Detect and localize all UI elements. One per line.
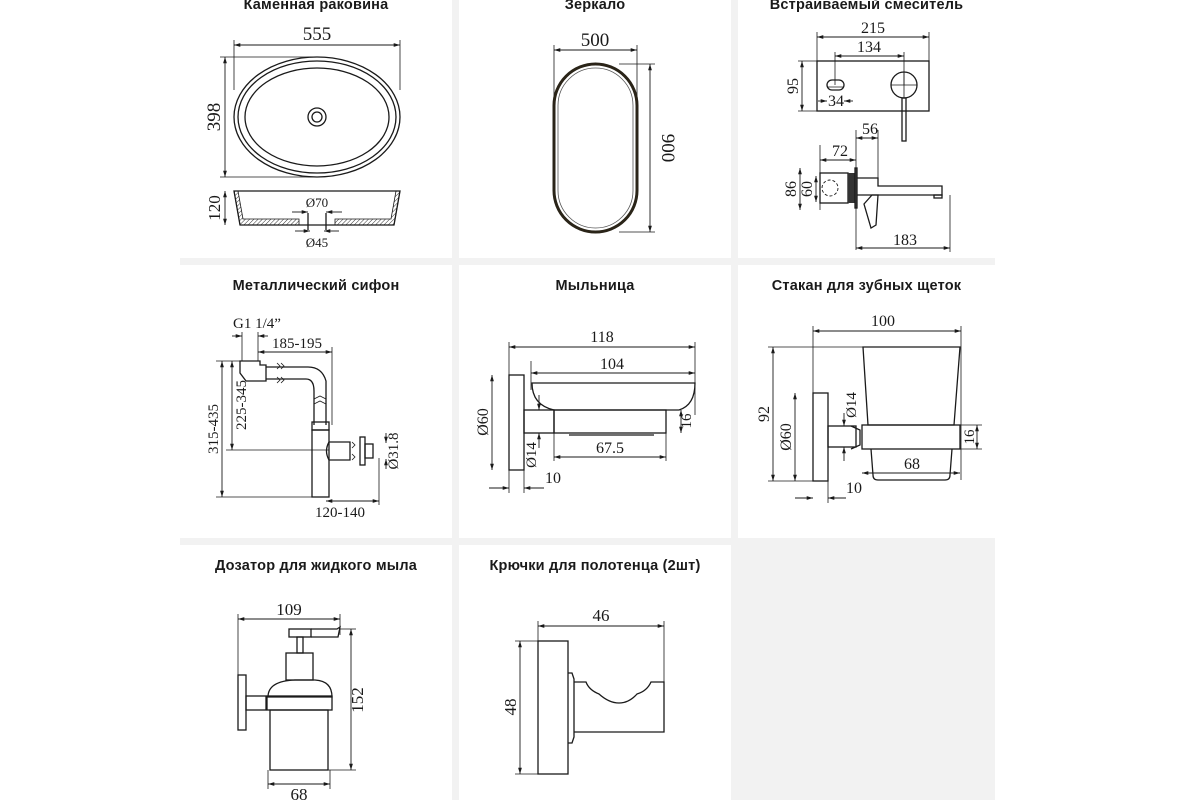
dim-height-label: 92 [756,406,773,422]
dim-depth-label: 120 [205,195,224,221]
dim-height-label: 152 [348,687,367,713]
hook-drawing: 46 48 [501,606,665,775]
mixer-plate [816,60,930,112]
soap-dish-drawing: 118 104 16 67.5 Ø60 Ø14 10 [475,329,696,493]
dim-width-label: 555 [303,24,332,45]
dim-total-label: 118 [590,329,613,346]
dim-dish-label: 104 [600,356,624,373]
tumbler-drawing: 100 92 Ø60 Ø14 16 68 10 [756,313,982,503]
dim-base-label: Ø60 [778,423,795,451]
dim-outer-height-label: 86 [783,181,800,197]
spec-sheet-grid: Каменная раковина 555 398 120 [180,0,995,800]
panel-dispenser: Дозатор для жидкого мыла 109 152 68 [180,545,452,800]
dim-plate-width-label: 215 [861,20,885,37]
dim-rod-label: Ø14 [844,392,860,418]
dim-outlet-label: 34 [828,93,844,110]
dim-total-label: 100 [871,313,895,330]
panel-title: Зеркало [564,0,626,13]
panel-title: Крючки для полотенца (2шт) [489,558,701,574]
pump-head [285,652,314,681]
dish-bowl [531,382,696,411]
empty-panel [738,545,995,800]
dim-plate-label: 10 [846,480,862,497]
dim-outlet-length-label: 120-140 [315,505,365,521]
panel-title: Встраиваемый смеситель [769,0,964,13]
panel-sink: Каменная раковина 555 398 120 [180,0,452,258]
wall-plate [812,392,829,482]
dim-inner-height-label: 60 [799,181,816,197]
dim-holder-width-label: 67.5 [596,440,624,457]
panel-mixer: Встраиваемый смеситель 215 134 95 34 56 [738,0,995,258]
wall-plate [237,674,247,731]
wall-plate [537,640,569,775]
mirror-drawing: 500 900 [552,30,678,234]
dim-height-label: 900 [657,134,678,163]
dispenser-drawing: 109 152 68 [237,600,367,800]
mixer-drawing: 215 134 95 34 56 72 [783,20,951,252]
panel-title: Металлический сифон [232,278,400,294]
dim-glass-label: 68 [291,785,308,800]
dim-plate-label: 10 [545,470,561,487]
dim-holder-height-label: 16 [679,413,695,429]
panel-siphon: Металлический сифон G1 1/4” 185-195 Ø31.… [180,265,452,538]
siphon-body [311,429,330,498]
siphon-drawing: G1 1/4” 185-195 Ø31.8 315-435 225-345 [206,316,402,521]
mirror-outline [552,62,639,234]
glass-cup [862,346,961,426]
drain-bottom-label: Ø45 [306,235,328,250]
dim-total-height-label: 315-435 [206,404,222,454]
dim-base-label: Ø60 [475,408,492,436]
sink-drawing: 555 398 120 Ø70 Ø45 [204,24,401,250]
sink-outline [233,56,401,178]
drain-icon [307,107,327,127]
wall-plate [508,374,525,471]
panel-title: Стакан для зубных щеток [771,278,962,294]
dim-spout-label: 183 [893,232,917,249]
dim-width-label: 109 [276,600,302,619]
panel-tumbler: Стакан для зубных щеток 100 92 Ø60 Ø14 1… [738,265,995,538]
dim-depth-label: 46 [593,606,610,625]
panel-hook: Крючки для полотенца (2шт) 46 48 [459,545,731,800]
dim-horizontal-label: 185-195 [272,336,322,352]
panel-mirror: Зеркало 500 900 [459,0,731,258]
glass-container [269,709,329,771]
dim-handle-offset-label: 134 [857,39,881,56]
panel-title: Дозатор для жидкого мыла [214,558,418,574]
dim-holder-width-label: 68 [904,456,920,473]
dim-height-label: 398 [204,103,225,132]
dim-outlet-diameter-label: Ø31.8 [386,432,402,469]
thread-label: G1 1/4” [233,316,281,332]
dim-holder-height-label: 16 [962,429,978,445]
dim-body-depth-label: 72 [832,143,848,160]
drain-top-label: Ø70 [306,195,328,210]
dim-lever-depth-label: 56 [862,121,878,138]
dim-inner-height-label: 225-345 [234,380,250,430]
dim-height-label: 48 [501,699,520,716]
dim-rod-label: Ø14 [524,442,540,468]
dim-plate-height-label: 95 [785,78,802,94]
dim-width-label: 500 [581,30,610,51]
panel-title: Мыльница [555,278,635,294]
panel-soap-dish: Мыльница 118 104 16 67.5 Ø60 Ø14 10 [459,265,731,538]
panel-title: Каменная раковина [243,0,389,13]
